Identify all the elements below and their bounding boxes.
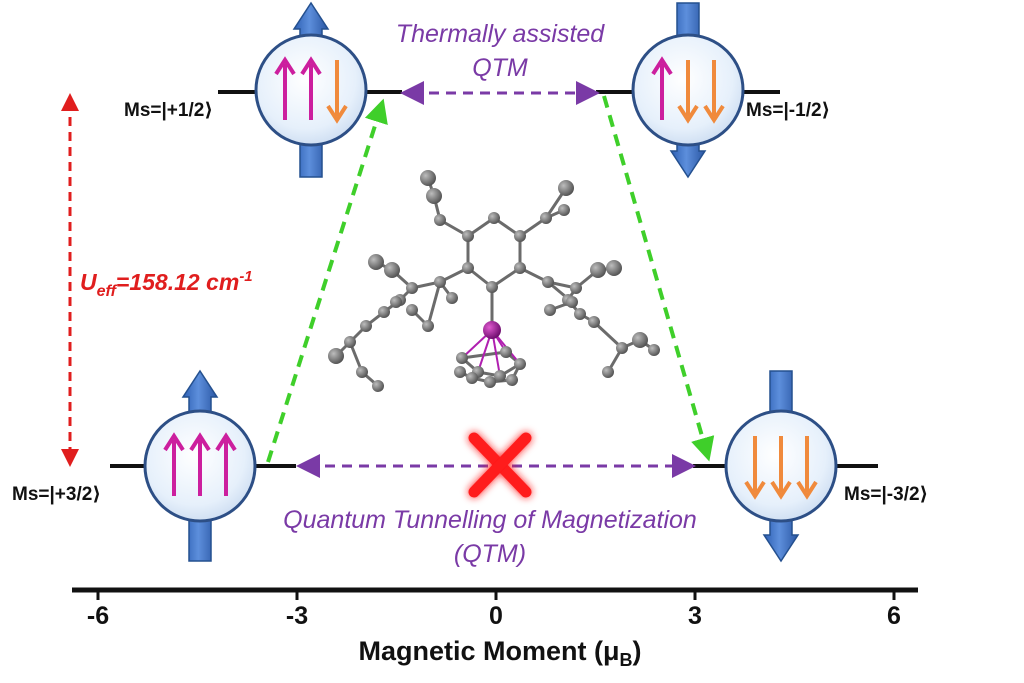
spin-up-arrow-icon <box>215 432 237 496</box>
ms-label-minus-half: Ms=|-1/2⟩ <box>746 100 830 121</box>
spin-down-arrow-icon <box>677 60 699 124</box>
axis-ticks: -6 -3 0 3 6 <box>87 590 901 630</box>
ms-label-minus-three-half: Ms=|-3/2⟩ <box>844 484 928 505</box>
forbidden-cross-icon <box>468 432 532 498</box>
axis-title: Magnetic Moment (μB) <box>358 636 641 670</box>
state-plus-half <box>254 1 368 178</box>
spin-up-arrow-icon <box>189 432 211 496</box>
axis-tick: 0 <box>489 590 503 630</box>
spin-down-arrow-icon <box>744 436 766 500</box>
ms-label-plus-half: Ms=|+1/2⟩ <box>124 100 213 121</box>
axis-tick-label: 6 <box>887 602 901 630</box>
spin-up-arrow-icon <box>300 56 322 120</box>
spin-down-arrow-icon <box>770 436 792 500</box>
thermal-qtm-label-line2: QTM <box>472 54 528 82</box>
ueff-label: Ueff=158.12 cm-1 <box>80 268 253 300</box>
thermal-excitation-arrow <box>266 98 388 463</box>
qtm-label-line2: (QTM) <box>454 540 526 568</box>
state-minus-three-half <box>724 370 838 563</box>
spin-up-arrow-icon <box>651 56 673 120</box>
molecule-structure-image <box>328 170 660 392</box>
axis-tick-label: 0 <box>489 602 503 630</box>
axis-tick-label: -3 <box>286 602 308 630</box>
spin-states <box>143 1 838 563</box>
spin-up-arrow-icon <box>274 56 296 120</box>
spin-down-arrow-icon <box>796 436 818 500</box>
spin-down-arrow-icon <box>326 60 348 124</box>
thermal-qtm-label-line1: Thermally assisted <box>396 20 605 48</box>
qtm-label-line1: Quantum Tunnelling of Magnetization <box>283 506 697 534</box>
axis-tick-label: -6 <box>87 602 109 630</box>
state-plus-three-half <box>143 369 257 562</box>
ms-label-plus-three-half: Ms=|+3/2⟩ <box>12 484 101 505</box>
axis-tick: -6 <box>87 590 109 630</box>
axis-tick: 6 <box>887 590 901 630</box>
spin-up-arrow-icon <box>163 432 185 496</box>
spin-down-arrow-icon <box>703 60 725 124</box>
state-minus-half <box>631 2 745 179</box>
thermal-relaxation-arrow <box>602 95 715 462</box>
axis-tick: 3 <box>688 590 702 630</box>
axis-tick-label: 3 <box>688 602 702 630</box>
axis-tick: -3 <box>286 590 308 630</box>
